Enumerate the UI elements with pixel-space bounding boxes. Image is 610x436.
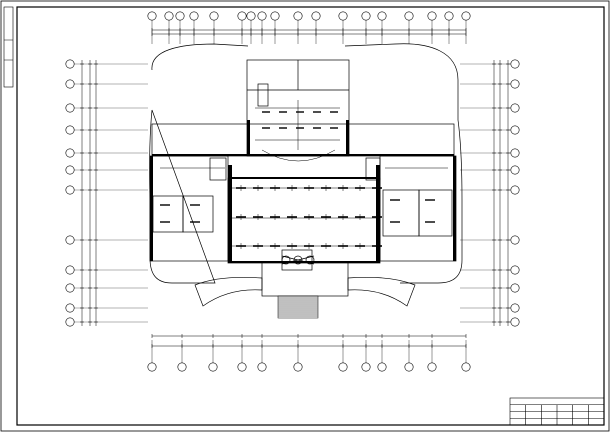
axis-bubble-left	[65, 265, 75, 275]
wall-fills	[150, 120, 456, 263]
axis-bubble-left	[65, 165, 75, 175]
axis-bubble-top	[427, 11, 437, 21]
right-wing	[379, 155, 457, 262]
grid-axis-bubbles	[65, 11, 520, 372]
axis-bubble-right	[510, 283, 520, 293]
axis-bubble-bottom	[377, 362, 387, 372]
left-room-b	[182, 195, 214, 233]
axis-bubble-left	[65, 103, 75, 113]
entrance-porch	[261, 261, 349, 297]
axis-bubble-bottom	[237, 362, 247, 372]
axis-bubble-top	[237, 11, 247, 21]
axis-bubble-bottom	[361, 362, 371, 372]
axis-bubble-left	[65, 59, 75, 69]
entrance-steps	[277, 295, 319, 319]
axis-bubble-right	[510, 103, 520, 113]
axis-bubble-right	[510, 59, 520, 69]
axis-bubble-right	[510, 148, 520, 158]
right-room-a	[382, 189, 420, 237]
axis-bubble-top	[175, 11, 185, 21]
axis-bubble-right	[510, 235, 520, 245]
building-outline	[149, 43, 463, 307]
axis-bubble-left	[65, 283, 75, 293]
wiring-runs	[160, 100, 448, 247]
axis-bubble-top	[377, 11, 387, 21]
axis-bubble-top	[270, 11, 280, 21]
axis-bubble-top	[209, 11, 219, 21]
axis-bubble-bottom	[338, 362, 348, 372]
axis-bubble-right	[510, 165, 520, 175]
axis-bubble-top	[164, 11, 174, 21]
entrance-canopy-right	[347, 276, 416, 307]
axis-bubble-top	[461, 11, 471, 21]
axis-bubble-right	[510, 317, 520, 327]
axis-bubble-top	[189, 11, 199, 21]
axis-bubble-top	[293, 11, 303, 21]
axis-bubble-top	[404, 11, 414, 21]
axis-bubble-bottom	[257, 362, 267, 372]
axis-bubble-bottom	[208, 362, 218, 372]
axis-bubble-left	[65, 125, 75, 135]
axis-bubble-right	[510, 125, 520, 135]
axis-bubble-top	[246, 11, 256, 21]
axis-bubble-left	[65, 235, 75, 245]
axis-bubble-bottom	[427, 362, 437, 372]
axis-bubble-top	[257, 11, 267, 21]
axis-bubble-top	[444, 11, 454, 21]
axis-bubble-bottom	[177, 362, 187, 372]
axis-bubble-right	[510, 185, 520, 195]
site-boundary-curve	[149, 43, 463, 284]
axis-bubble-left	[65, 148, 75, 158]
service-block	[257, 83, 269, 107]
axis-bubble-top	[361, 11, 371, 21]
axis-bubble-right	[510, 303, 520, 313]
axis-bubble-right	[510, 265, 520, 275]
axis-bubble-left	[65, 303, 75, 313]
left-small-room	[152, 195, 184, 233]
stair-outline	[277, 295, 319, 319]
entrance-doors	[281, 255, 315, 265]
axis-bubble-top	[147, 11, 157, 21]
title-block	[509, 397, 605, 426]
binding-margin-strip	[3, 6, 14, 88]
axis-bubble-right	[510, 79, 520, 89]
lighting-fixtures	[160, 111, 435, 249]
axis-bubble-bottom	[404, 362, 414, 372]
left-wing	[149, 155, 229, 262]
axis-bubble-top	[338, 11, 348, 21]
axis-bubble-bottom	[461, 362, 471, 372]
right-room-b	[418, 189, 453, 237]
axis-bubble-left	[65, 317, 75, 327]
entrance-canopy-left	[194, 276, 263, 307]
stair-left	[209, 157, 227, 181]
axis-bubble-bottom	[147, 362, 157, 372]
inner-border	[16, 6, 605, 426]
axis-bubble-bottom	[293, 362, 303, 372]
axis-bubble-top	[311, 11, 321, 21]
axis-bubble-left	[65, 79, 75, 89]
axis-bubble-left	[65, 185, 75, 195]
